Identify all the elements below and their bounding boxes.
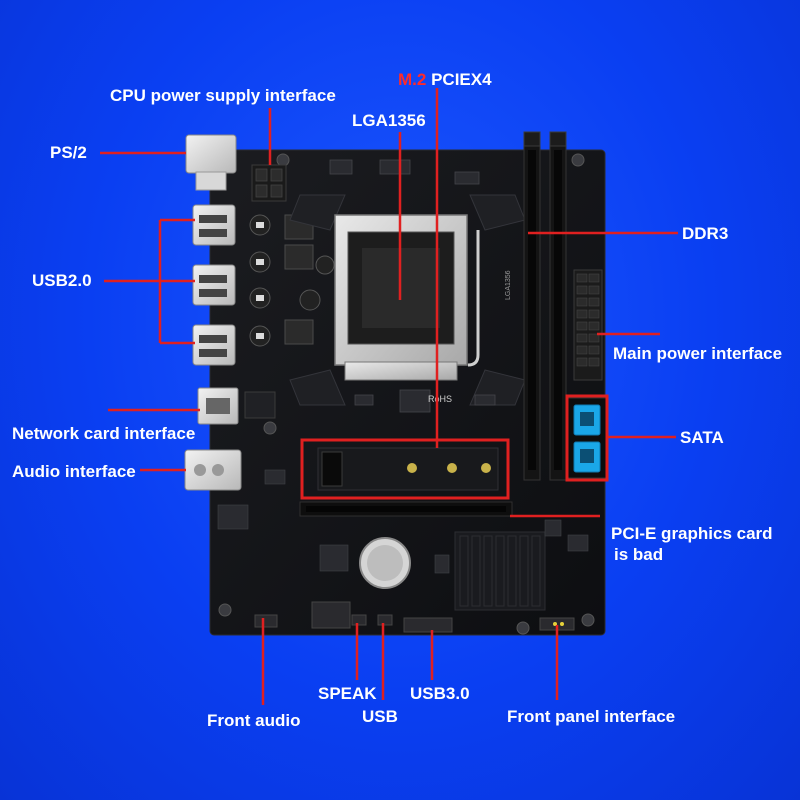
label-pcie-line2: is bad xyxy=(614,545,664,564)
chipset-heatsink xyxy=(454,531,546,611)
label-ddr3: DDR3 xyxy=(682,224,729,243)
label-sata: SATA xyxy=(680,428,724,447)
label-lga1356: LGA1356 xyxy=(352,111,426,130)
highlight-boxes xyxy=(300,394,609,500)
label-m2-pciex4: M.2 PCIEX4 xyxy=(398,70,492,90)
m2-slot xyxy=(317,447,499,491)
network-port xyxy=(197,387,276,425)
label-audio: Audio interface xyxy=(12,462,136,481)
sata-ports xyxy=(567,397,607,479)
cpu-socket-lga1356 xyxy=(334,214,480,381)
label-usb3: USB3.0 xyxy=(410,684,470,703)
ps2-port xyxy=(185,134,237,174)
label-usb: USB xyxy=(362,707,398,726)
cmos-battery xyxy=(359,537,411,589)
usb2-ports xyxy=(192,204,236,366)
main-power-connector xyxy=(573,269,603,381)
label-cpu-power: CPU power supply interface xyxy=(110,86,336,105)
label-network: Network card interface xyxy=(12,424,196,443)
label-speak: SPEAK xyxy=(318,684,377,703)
label-main-power: Main power interface xyxy=(613,344,783,363)
vrm-components xyxy=(249,214,335,347)
callout-lines xyxy=(100,88,678,705)
ddr3-slots xyxy=(523,131,567,481)
label-front-panel: Front panel interface xyxy=(507,707,676,726)
label-m2-suffix: PCIEX4 xyxy=(431,70,492,89)
label-usb2: USB2.0 xyxy=(32,271,92,290)
mounting-holes xyxy=(218,153,595,635)
label-front-audio: Front audio xyxy=(207,711,301,730)
label-pcie-line1: PCI-E graphics card xyxy=(611,524,773,543)
rohs-mark: RoHS xyxy=(428,394,452,404)
bottom-headers xyxy=(254,601,575,633)
label-ps2: PS/2 xyxy=(50,143,87,162)
audio-port xyxy=(184,449,242,491)
pcie-slot xyxy=(299,501,513,517)
board-socket-silkscreen: LGA1356 xyxy=(505,270,512,300)
label-m2-prefix: M.2 xyxy=(398,70,427,89)
